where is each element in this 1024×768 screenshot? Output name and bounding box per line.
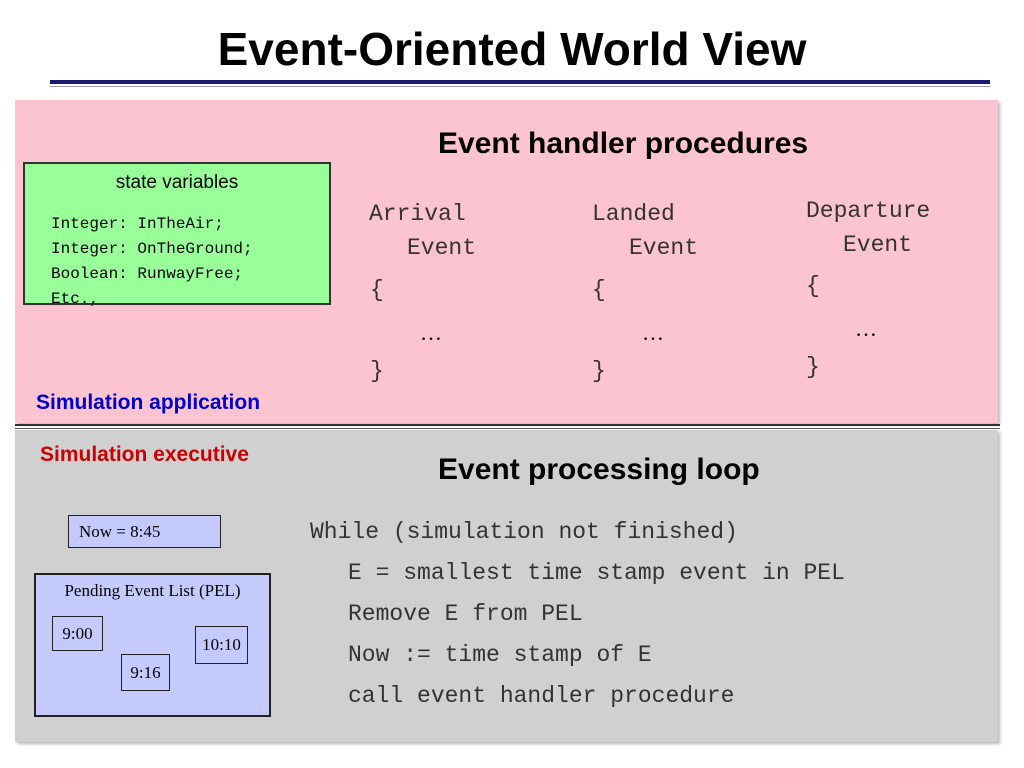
- loop-line: Now := time stamp of E: [348, 642, 652, 668]
- now-clock-box: Now = 8:45: [68, 515, 221, 548]
- layer-divider-thin: [15, 428, 1000, 429]
- simulation-application-label: Simulation application: [36, 391, 261, 414]
- event-handler-heading: Event handler procedures: [438, 127, 809, 160]
- departure-open-brace: {: [806, 273, 820, 299]
- landed-ellipsis: …: [642, 320, 664, 345]
- state-variables-box: state variables Integer: InTheAir; Integ…: [23, 162, 331, 308]
- state-variables-title: state variables: [115, 172, 239, 193]
- simulation-executive-label: Simulation executive: [40, 443, 249, 466]
- state-variable-line: Boolean: RunwayFree;: [51, 265, 244, 283]
- pel-event: 9:00: [52, 616, 103, 651]
- pel-title: Pending Event List (PEL): [64, 581, 241, 600]
- arrival-handler-event: Event: [407, 235, 477, 261]
- title-underline: [50, 80, 990, 84]
- arrival-handler-name: Arrival: [369, 201, 466, 227]
- departure-handler-name: Departure: [806, 198, 931, 224]
- event-loop-code: While (simulation not finished) E = smal…: [310, 512, 845, 717]
- landed-handler-name: Landed: [592, 201, 675, 227]
- loop-line: While (simulation not finished): [310, 519, 738, 545]
- landed-open-brace: {: [592, 277, 606, 303]
- state-variable-line: Etc.,: [51, 290, 100, 308]
- state-variable-line: Integer: InTheAir;: [51, 215, 224, 233]
- state-variable-line: Integer: OnTheGround;: [51, 240, 253, 258]
- layer-divider: [15, 424, 1000, 426]
- arrival-close-brace: }: [370, 358, 384, 384]
- loop-line: call event handler procedure: [348, 683, 735, 709]
- slide-title: Event-Oriented World View: [217, 23, 807, 75]
- loop-line: E = smallest time stamp event in PEL: [348, 560, 845, 586]
- departure-handler-event: Event: [843, 232, 913, 258]
- departure-ellipsis: …: [855, 316, 877, 341]
- loop-line: Remove E from PEL: [348, 601, 583, 627]
- state-variables-list: Integer: InTheAir; Integer: OnTheGround;…: [51, 212, 253, 312]
- landed-close-brace: }: [592, 358, 606, 384]
- arrival-ellipsis: …: [420, 320, 442, 345]
- pel-event: 10:10: [195, 626, 248, 664]
- pel-event: 9:16: [121, 654, 170, 691]
- title-underline-thin: [50, 86, 990, 87]
- departure-close-brace: }: [806, 354, 820, 380]
- arrival-open-brace: {: [370, 277, 384, 303]
- landed-handler-event: Event: [629, 235, 699, 261]
- pending-event-list-box: Pending Event List (PEL) 9:00 9:16 10:10: [34, 573, 271, 717]
- event-processing-loop-heading: Event processing loop: [438, 453, 760, 486]
